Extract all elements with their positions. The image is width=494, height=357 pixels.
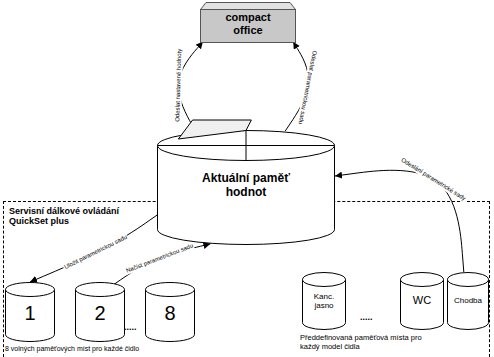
node-label: WC — [413, 294, 431, 307]
ellipsis-mark: ..... — [124, 322, 144, 333]
caption-note: 8 volných paměťových míst pro každé čidl… — [5, 345, 225, 353]
caption-note: Předdefinovaná paměťová místa pro každý … — [300, 333, 422, 351]
node-label: 8 — [164, 302, 175, 325]
slot-cylinder: 8 — [145, 282, 195, 342]
edge-label: Uložit parametrickou sadu — [62, 234, 129, 272]
ellipsis-mark: ..... — [360, 312, 394, 323]
node-label: Chodba — [454, 296, 482, 305]
region-title: Servisní dálkové ovládání QuickSet plus — [4, 202, 149, 227]
node-label: 1 — [24, 302, 35, 325]
slot-cylinder: 1 — [5, 282, 55, 342]
preset-cylinder: Kanc. jasno — [302, 272, 346, 330]
node-label: Kanc. jasno — [309, 292, 339, 310]
flow-arrow — [114, 244, 210, 285]
preset-cylinder: WC — [400, 272, 444, 330]
preset-cylinder: Chodba — [447, 272, 489, 330]
device-box: compact office — [200, 2, 296, 43]
edge-label: Odeslat parametrickou sadu — [297, 49, 318, 126]
slot-cylinder: 2 — [75, 282, 125, 342]
edge-label: Odeslání parametrické sady — [400, 156, 468, 202]
memory-cylinder: Aktuální paměť hodnot — [157, 130, 335, 245]
node-label: compact office — [217, 11, 279, 36]
edge-label: Odeslat nastavené hodnoty — [174, 48, 183, 123]
node-label: Aktuální paměť hodnot — [191, 172, 301, 200]
edge-label: Načíst parametrickou sadu — [124, 242, 195, 275]
node-label: 2 — [94, 302, 105, 325]
